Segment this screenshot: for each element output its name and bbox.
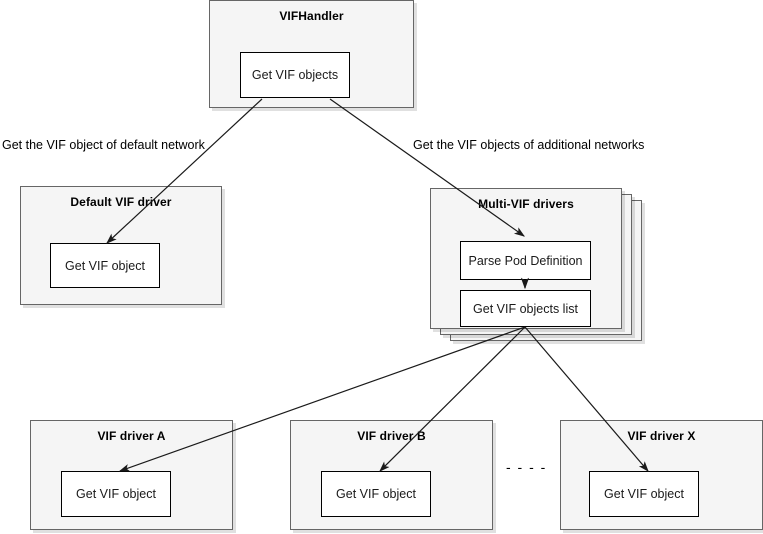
edge-label-additional-networks: Get the VIF objects of additional networ…	[413, 138, 645, 152]
node-vif-driver-a-inner-get-vif-object[interactable]: Get VIF object	[61, 471, 171, 517]
node-get-vif-objects-list-label: Get VIF objects list	[473, 301, 578, 316]
node-multi-vif-drivers-title: Multi-VIF drivers	[478, 197, 574, 211]
ellipsis-separator: - - - -	[506, 459, 547, 475]
node-vif-handler-title: VIFHandler	[279, 9, 344, 23]
node-vif-handler-inner-get-vif-objects[interactable]: Get VIF objects	[240, 52, 350, 98]
edge-label-default-network: Get the VIF object of default network	[2, 138, 205, 152]
node-default-vif-driver-inner-get-vif-object[interactable]: Get VIF object	[50, 243, 160, 288]
node-vif-handler-inner-label: Get VIF objects	[251, 68, 339, 82]
node-vif-driver-a-title: VIF driver A	[97, 429, 166, 443]
node-default-vif-driver-title: Default VIF driver	[70, 195, 172, 209]
node-vif-driver-x-inner-label: Get VIF object	[604, 487, 684, 501]
node-parse-pod-definition-label: Parse Pod Definition	[468, 253, 583, 268]
node-default-vif-driver-inner-label: Get VIF object	[65, 258, 145, 273]
node-vif-driver-b-title: VIF driver B	[357, 429, 426, 443]
node-multi-vif-drivers-inner-get-vif-objects-list[interactable]: Get VIF objects list	[460, 290, 591, 327]
node-vif-driver-b-inner-get-vif-object[interactable]: Get VIF object	[321, 471, 431, 517]
node-vif-driver-x-inner-get-vif-object[interactable]: Get VIF object	[589, 471, 699, 517]
node-vif-driver-x-title: VIF driver X	[627, 429, 696, 443]
node-multi-vif-drivers-inner-parse-pod-definition[interactable]: Parse Pod Definition	[460, 241, 591, 280]
node-vif-driver-a-inner-label: Get VIF object	[76, 487, 156, 501]
node-vif-driver-b-inner-label: Get VIF object	[336, 487, 416, 501]
